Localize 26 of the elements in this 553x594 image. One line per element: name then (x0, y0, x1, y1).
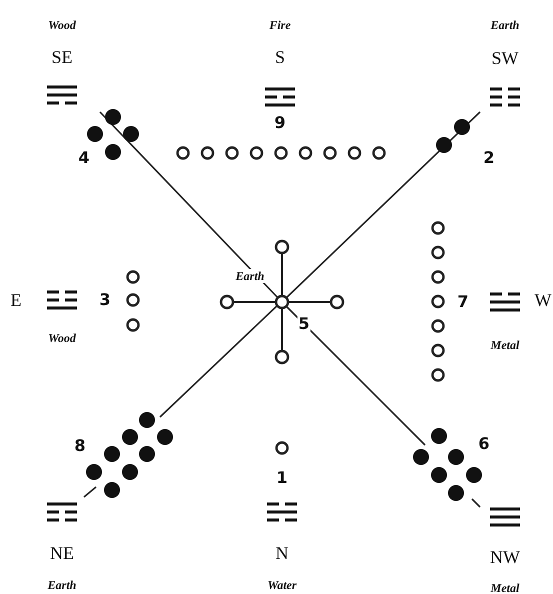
number-label: 3 (99, 292, 111, 308)
direction-label: NE (50, 544, 74, 562)
number-label: 1 (276, 470, 288, 486)
direction-label: NW (490, 548, 520, 566)
number-label: 4 (78, 150, 90, 166)
element-label: Earth (490, 19, 520, 31)
direction-label: SE (52, 48, 72, 66)
direction-label: W (534, 291, 552, 309)
number-label: 6 (478, 436, 490, 452)
number-label: 5 (297, 315, 311, 333)
element-label: Metal (490, 582, 520, 594)
direction-label: N (276, 544, 288, 562)
number-label: 7 (457, 294, 469, 310)
direction-label: S (275, 48, 285, 66)
element-label: Metal (490, 339, 520, 351)
number-label: 2 (483, 150, 495, 166)
number-label: 8 (74, 438, 86, 454)
element-label: Fire (269, 19, 291, 31)
element-label: Water (267, 579, 297, 591)
element-label: Earth (48, 579, 76, 591)
number-label: 9 (274, 115, 286, 131)
direction-label: E (10, 291, 22, 309)
element-label: Wood (48, 19, 76, 31)
element-label: Wood (48, 332, 76, 344)
direction-label: SW (492, 49, 518, 67)
element-label: Earth (234, 269, 266, 283)
